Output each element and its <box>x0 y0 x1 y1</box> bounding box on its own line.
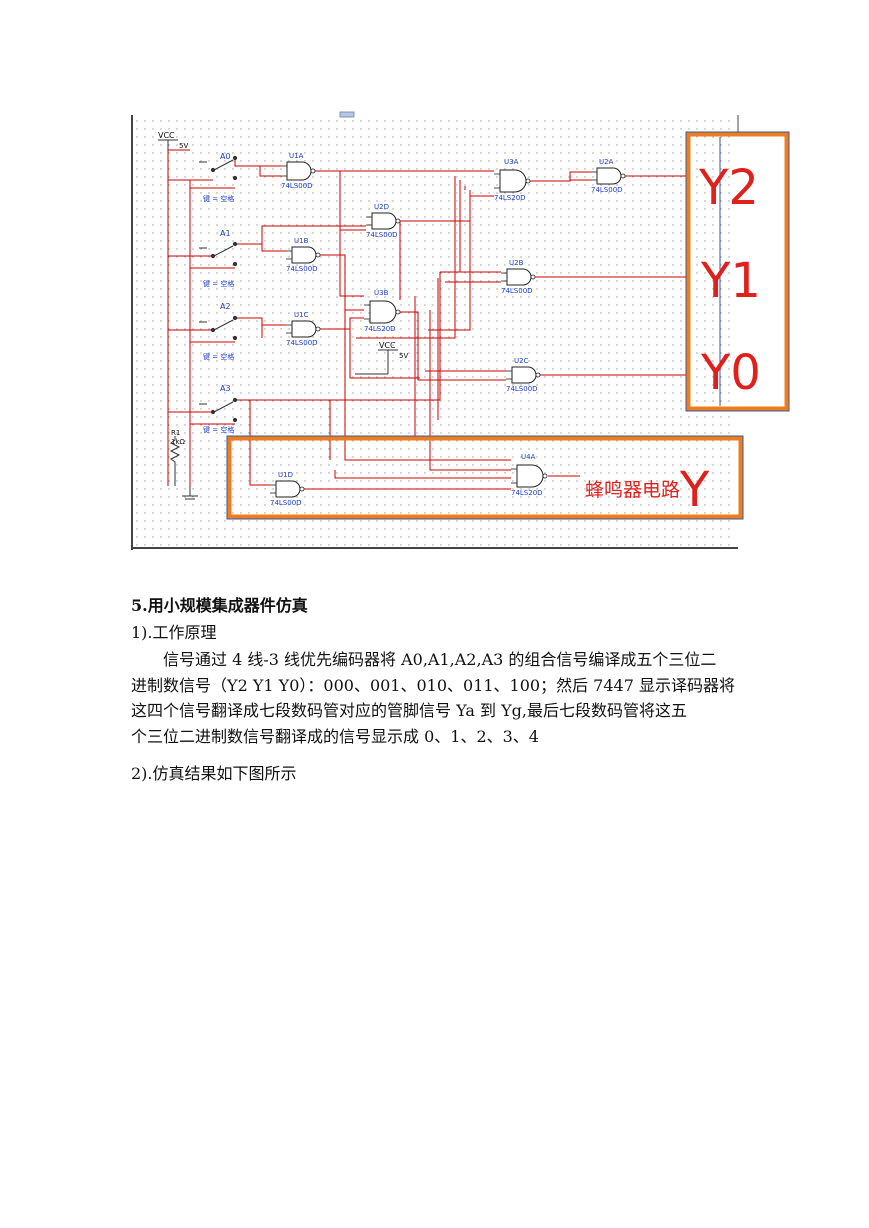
gate-part-label: 74LS00D <box>501 287 533 295</box>
paragraph-line: 进制数信号（Y2 Y1 Y0）：000、001、010、011、100；然后 7… <box>131 675 735 695</box>
switch-a0-label: A0 <box>220 152 231 161</box>
gate-u2b: U2B 74LS00D <box>501 259 536 295</box>
gate-u3a: U3A 74LS20D <box>494 158 531 202</box>
gate-u2c: U2C 74LS00D <box>506 357 541 393</box>
output-y1: Y1 <box>700 253 761 309</box>
buzzer-output-y: Y <box>679 462 710 518</box>
resistor-r1: R1 1kΩ <box>169 429 186 486</box>
circuit-schematic: U1A 74LS00D U2D 74LS00D U1B 74LS00D U3B 74LS20D… <box>131 111 790 550</box>
gate-u1a: U1A 74LS00D <box>281 152 316 190</box>
gate-ref-label: U2A <box>599 158 614 166</box>
gate-ref-label: U1A <box>289 152 304 160</box>
ground-symbol <box>182 486 198 500</box>
switch-a2-key: 键 = 空格 <box>203 352 234 361</box>
resistor-value: 1kΩ <box>171 438 186 446</box>
gate-ref-label: U2B <box>509 259 524 267</box>
switch-a1: A1 键 = 空格 <box>203 229 234 288</box>
output-y2: Y2 <box>698 160 759 216</box>
switch-a3-key: 键 = 空格 <box>203 425 234 434</box>
subheading-results: 2).仿真结果如下图所示 <box>131 764 297 783</box>
vcc2-voltage: 5V <box>399 352 408 360</box>
gate-ref-label: U2D <box>374 203 389 211</box>
gate-ref-label: U3A <box>504 158 519 166</box>
gate-part-label: 74LS00D <box>286 339 318 347</box>
switch-a3-label: A3 <box>220 384 231 393</box>
buzzer-highlight-box: 蜂鸣器电路 Y <box>226 435 744 520</box>
resistor-name: R1 <box>171 429 180 437</box>
gate-part-label: 74LS00D <box>281 182 313 190</box>
gate-part-label: 74LS20D <box>364 325 396 333</box>
output-y0: Y0 <box>700 345 761 401</box>
switch-a2-label: A2 <box>220 302 231 311</box>
switch-a3: A3 键 = 空格 <box>203 384 234 434</box>
gate-ref-label: U1B <box>294 237 309 245</box>
switch-a2: A2 键 = 空格 <box>203 302 234 361</box>
gate-ref-label: U1C <box>294 311 309 319</box>
gate-part-label: 74LS00D <box>270 499 302 507</box>
vcc2-label: VCC <box>379 341 396 350</box>
gate-ref-label: U4A <box>521 453 536 461</box>
gate-ref-label: U3B <box>374 289 389 297</box>
paragraph-line: 个三位二进制数信号翻译成的信号显示成 0、1、2、3、4 <box>131 726 539 746</box>
logic-gates: U1A 74LS00D U2D 74LS00D U1B 74LS00D U3B 74LS20D… <box>270 152 626 507</box>
gate-part-label: 74LS00D <box>591 186 623 194</box>
gate-u2a: U2A 74LS00D <box>591 158 626 194</box>
gate-u1b: U1B 74LS00D <box>286 237 321 273</box>
vcc-source: VCC 5V <box>158 131 188 150</box>
switch-a1-key: 键 = 空格 <box>203 279 234 288</box>
gate-part-label: 74LS20D <box>511 489 543 497</box>
schematic-wires <box>167 149 690 490</box>
gate-u4a: U4A 74LS20D <box>511 453 548 497</box>
subheading-principle: 1).工作原理 <box>131 623 217 642</box>
switch-a0: A0 键 = 空格 <box>203 152 234 203</box>
vcc-source-2: VCC 5V <box>355 341 408 375</box>
vcc-voltage: 5V <box>179 142 188 150</box>
gate-u2d: U2D 74LS00D <box>366 203 401 239</box>
gate-part-label: 74LS00D <box>286 265 318 273</box>
paragraph-line: 信号通过 4 线-3 线优先编码器将 A0,A1,A2,A3 的组合信号编译成五… <box>163 650 717 669</box>
gate-u1c: U1C 74LS00D <box>286 311 321 347</box>
gate-part-label: 74LS00D <box>506 385 538 393</box>
principle-paragraph: 信号通过 4 线-3 线优先编码器将 A0,A1,A2,A3 的组合信号编译成五… <box>131 647 735 749</box>
output-highlight-box: Y2 Y1 Y0 <box>685 131 790 412</box>
section-title: 5.用小规模集成器件仿真 <box>131 596 308 615</box>
gate-u1d: U1D 74LS00D <box>270 471 305 507</box>
gate-part-label: 74LS20D <box>494 194 526 202</box>
gate-part-label: 74LS00D <box>366 231 398 239</box>
gate-ref-label: U1D <box>278 471 293 479</box>
vcc-label: VCC <box>158 131 175 140</box>
buzzer-label: 蜂鸣器电路 <box>585 479 680 501</box>
gate-u3b: U3B 74LS20D <box>364 289 401 333</box>
gate-ref-label: U2C <box>514 357 529 365</box>
switch-a0-key: 键 = 空格 <box>203 194 234 203</box>
switch-a1-label: A1 <box>220 229 231 238</box>
paragraph-line: 这四个信号翻译成七段数码管对应的管脚信号 Ya 到 Yg,最后七段数码管将这五 <box>131 701 688 720</box>
